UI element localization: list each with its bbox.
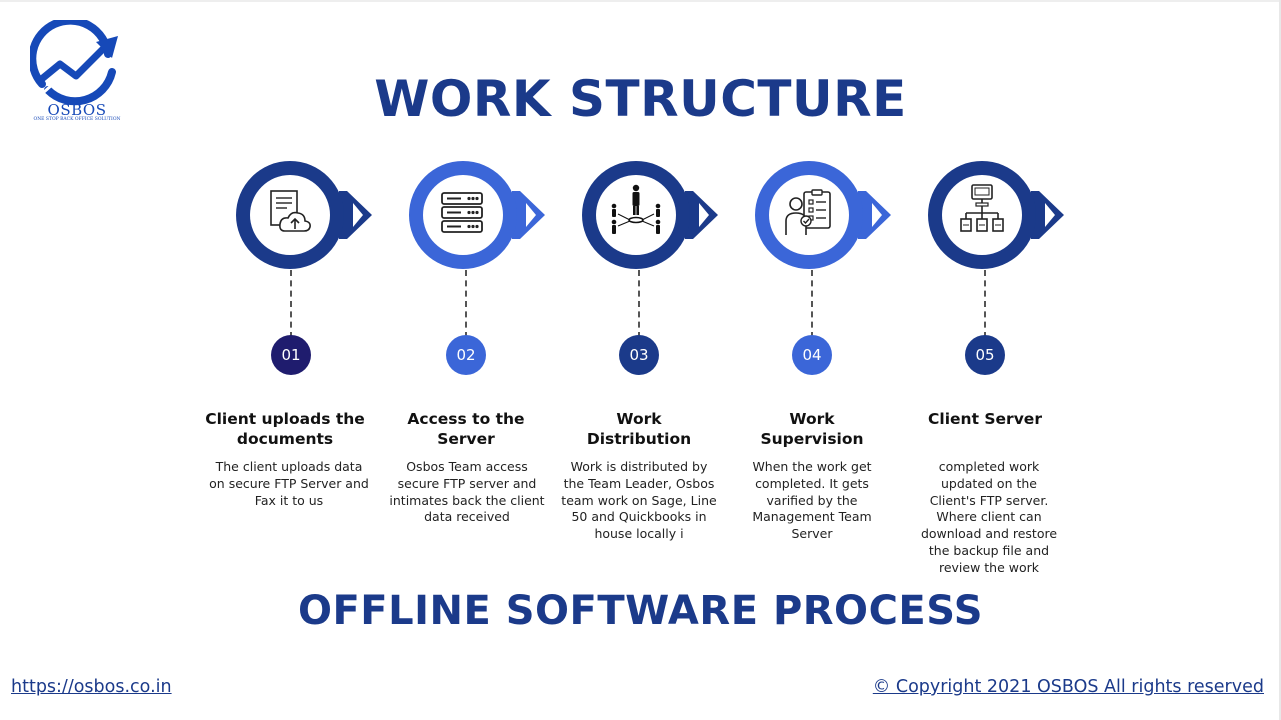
- step-3: 03 Work Distribution Work is distributed…: [539, 0, 739, 600]
- step-title: Work Supervision: [760, 410, 864, 448]
- copyright-link[interactable]: © Copyright 2021 OSBOS All rights reserv…: [872, 677, 1264, 697]
- supervisor-checklist-icon: [785, 189, 831, 235]
- osbos-logo: [30, 20, 118, 106]
- step-number: 02: [446, 335, 486, 375]
- step-title: Work Distribution: [586, 410, 692, 448]
- step-description: Work is distributed by the Team Leader, …: [561, 459, 717, 542]
- network-hierarchy-icon: [960, 184, 1004, 232]
- step-number: 05: [965, 335, 1005, 375]
- step-title: Client Server: [928, 410, 1042, 428]
- step-5: 05 Client Server completed work updated …: [885, 0, 1085, 600]
- step-connector: [811, 270, 813, 338]
- step-number: 01: [271, 335, 311, 375]
- right-border: [1279, 0, 1281, 720]
- step-title: Access to the Server: [407, 410, 525, 448]
- step-description: Osbos Team access secure FTP server and …: [389, 459, 545, 525]
- logo-tagline: ONE STOP BACK OFFICE SOLUTION: [33, 117, 121, 122]
- step-description: The client uploads data on secure FTP Se…: [209, 459, 369, 508]
- step-description: completed work updated on the Client's F…: [920, 459, 1058, 575]
- page-title: WORK STRUCTURE: [374, 70, 907, 128]
- server-icon: [441, 192, 483, 233]
- step-ring: [755, 161, 891, 269]
- step-description: When the work get completed. It gets var…: [752, 459, 872, 542]
- step-4: 04 Work Supervision When the work get co…: [712, 0, 912, 600]
- step-connector: [984, 270, 986, 338]
- team-network-icon: [611, 184, 661, 234]
- step-1: 01 Client uploads the documents The clie…: [191, 0, 391, 600]
- website-link[interactable]: https://osbos.co.in: [11, 677, 172, 697]
- step-connector: [290, 270, 292, 338]
- section-subtitle: OFFLINE SOFTWARE PROCESS: [297, 588, 984, 634]
- step-number: 03: [619, 335, 659, 375]
- step-ring: [409, 161, 545, 269]
- step-number: 04: [792, 335, 832, 375]
- document-cloud-upload-icon: [270, 190, 311, 232]
- top-border: [0, 0, 1281, 2]
- step-2: 02 Access to the Server Osbos Team acces…: [366, 0, 566, 600]
- step-connector: [465, 270, 467, 338]
- logo-name: OSBOS: [47, 101, 107, 119]
- step-ring: [582, 161, 718, 269]
- step-connector: [638, 270, 640, 338]
- step-title: Client uploads the documents: [205, 410, 365, 448]
